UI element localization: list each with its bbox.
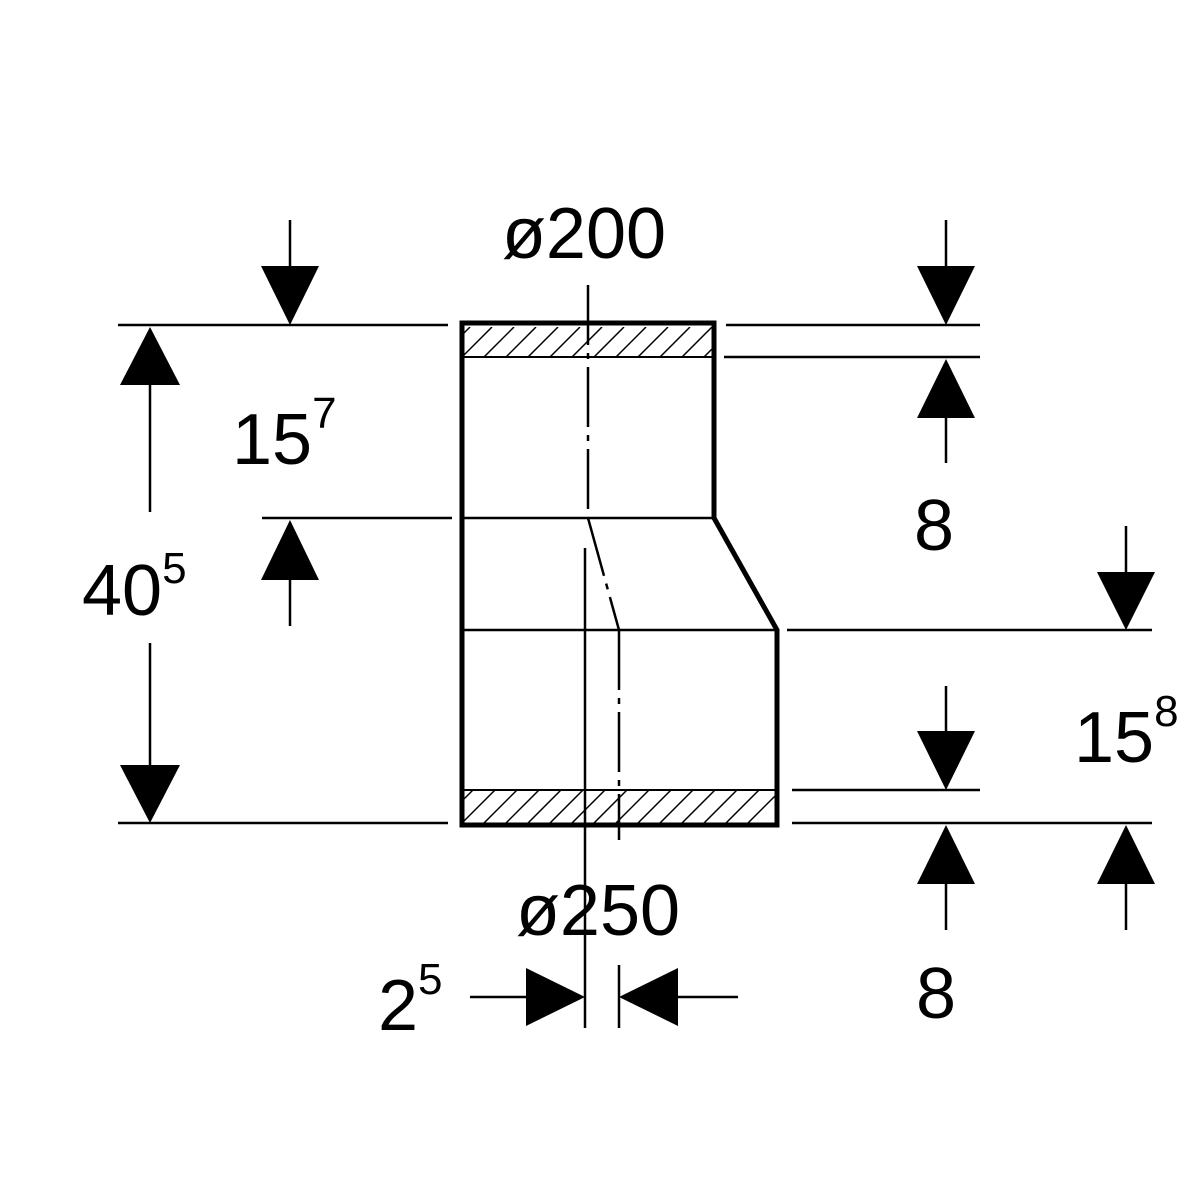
- bottom-socket-arrow-up: [917, 825, 975, 884]
- top-socket-depth-label: 8: [914, 486, 954, 566]
- axis-offset-arrow-left: [619, 968, 678, 1026]
- bottom-diameter-label: ø250: [516, 871, 680, 951]
- upper-section-dimension: [261, 220, 319, 626]
- total-height-label: 405: [82, 544, 187, 631]
- axis-offset-arrow-right: [526, 968, 585, 1026]
- center-axes: [583, 285, 621, 1028]
- lower-section-dimension: [1097, 526, 1155, 930]
- lower-section-arrow-down: [1097, 572, 1155, 630]
- lower-section-label: 158: [1074, 687, 1179, 778]
- dimension-labels: ø200 ø250 405 157 158 8 8 25: [82, 194, 1179, 1046]
- dimension-arrows: [120, 220, 1155, 1026]
- lower-section-arrow-up: [1097, 825, 1155, 884]
- bottom-socket-dimension: [917, 686, 975, 930]
- top-diameter-label: ø200: [502, 194, 666, 274]
- top-hatch: [464, 327, 713, 357]
- bottom-socket-arrow-down: [917, 731, 975, 790]
- axis-offset-dimension: [470, 968, 738, 1026]
- extension-lines: [118, 323, 1152, 825]
- upper-section-arrow-up: [261, 520, 319, 580]
- offset-center-segment: [586, 517, 621, 631]
- bottom-hatch: [464, 790, 776, 823]
- bottom-socket-depth-label: 8: [916, 954, 956, 1034]
- reducer-outline: [459, 320, 780, 828]
- upper-section-label: 157: [232, 389, 337, 480]
- total-height-arrow-up: [120, 327, 180, 385]
- upper-section-arrow-down: [261, 266, 319, 325]
- total-height-dimension: [120, 327, 180, 823]
- total-height-arrow-down: [120, 765, 180, 823]
- top-socket-dimension: [917, 220, 975, 463]
- top-socket-arrow-down: [917, 266, 975, 325]
- axis-offset-label: 25: [378, 955, 443, 1046]
- top-socket-arrow-up: [917, 359, 975, 418]
